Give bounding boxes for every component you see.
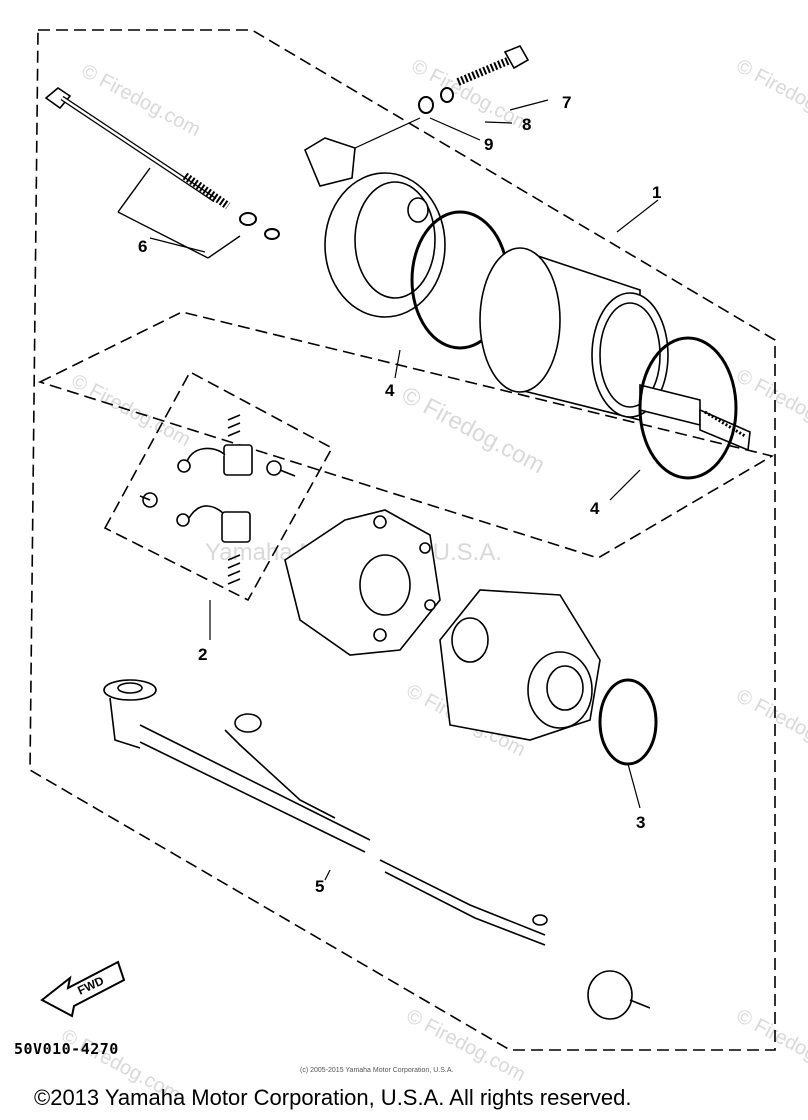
callout-1: 1 [652,183,661,202]
front-cover [303,137,446,318]
callout-7: 7 [562,93,571,112]
o-ring-rear [638,336,738,480]
washer-6b [264,228,280,240]
callout-8: 8 [522,115,531,134]
o-ring-3 [598,678,658,766]
watermark-mr2: © Firedog.com [733,685,808,766]
washer-6a [239,212,257,226]
washer-9 [418,96,434,114]
brush-holder [284,509,441,656]
callout-4-rear: 4 [590,499,600,518]
callout-3: 3 [636,813,645,832]
brush-set [139,414,296,585]
watermark-tl: © Firedog.com [78,60,204,141]
leader-lines [149,99,659,881]
rear-cover [439,589,601,741]
drawing-number: 50V010-4270 [14,1040,119,1058]
watermark-br: © Firedog.com [733,1005,808,1086]
washer-8 [440,87,454,103]
assembly-outline [29,29,776,1051]
armature-shaft [639,383,751,452]
bracket-6 [117,167,241,259]
fwd-arrow: FWD [40,960,126,1018]
callout-5: 5 [315,877,324,896]
callout-2: 2 [198,645,207,664]
through-bolt [44,87,231,210]
copyright-footer: ©2013 Yamaha Motor Corporation, U.S.A. A… [34,1085,632,1110]
callout-4-front: 4 [385,381,395,400]
callout-9: 9 [484,135,493,154]
bolt-7 [456,44,530,86]
watermark-tr: © Firedog.com [733,55,808,136]
lead-wire [103,679,651,1020]
small-copyright: (c) 2005-2015 Yamaha Motor Corporation, … [300,1067,454,1074]
callouts: 1 2 3 4 4 5 6 7 8 9 [138,93,661,896]
watermark-ml: © Firedog.com [68,370,194,451]
callout-6: 6 [138,237,147,256]
